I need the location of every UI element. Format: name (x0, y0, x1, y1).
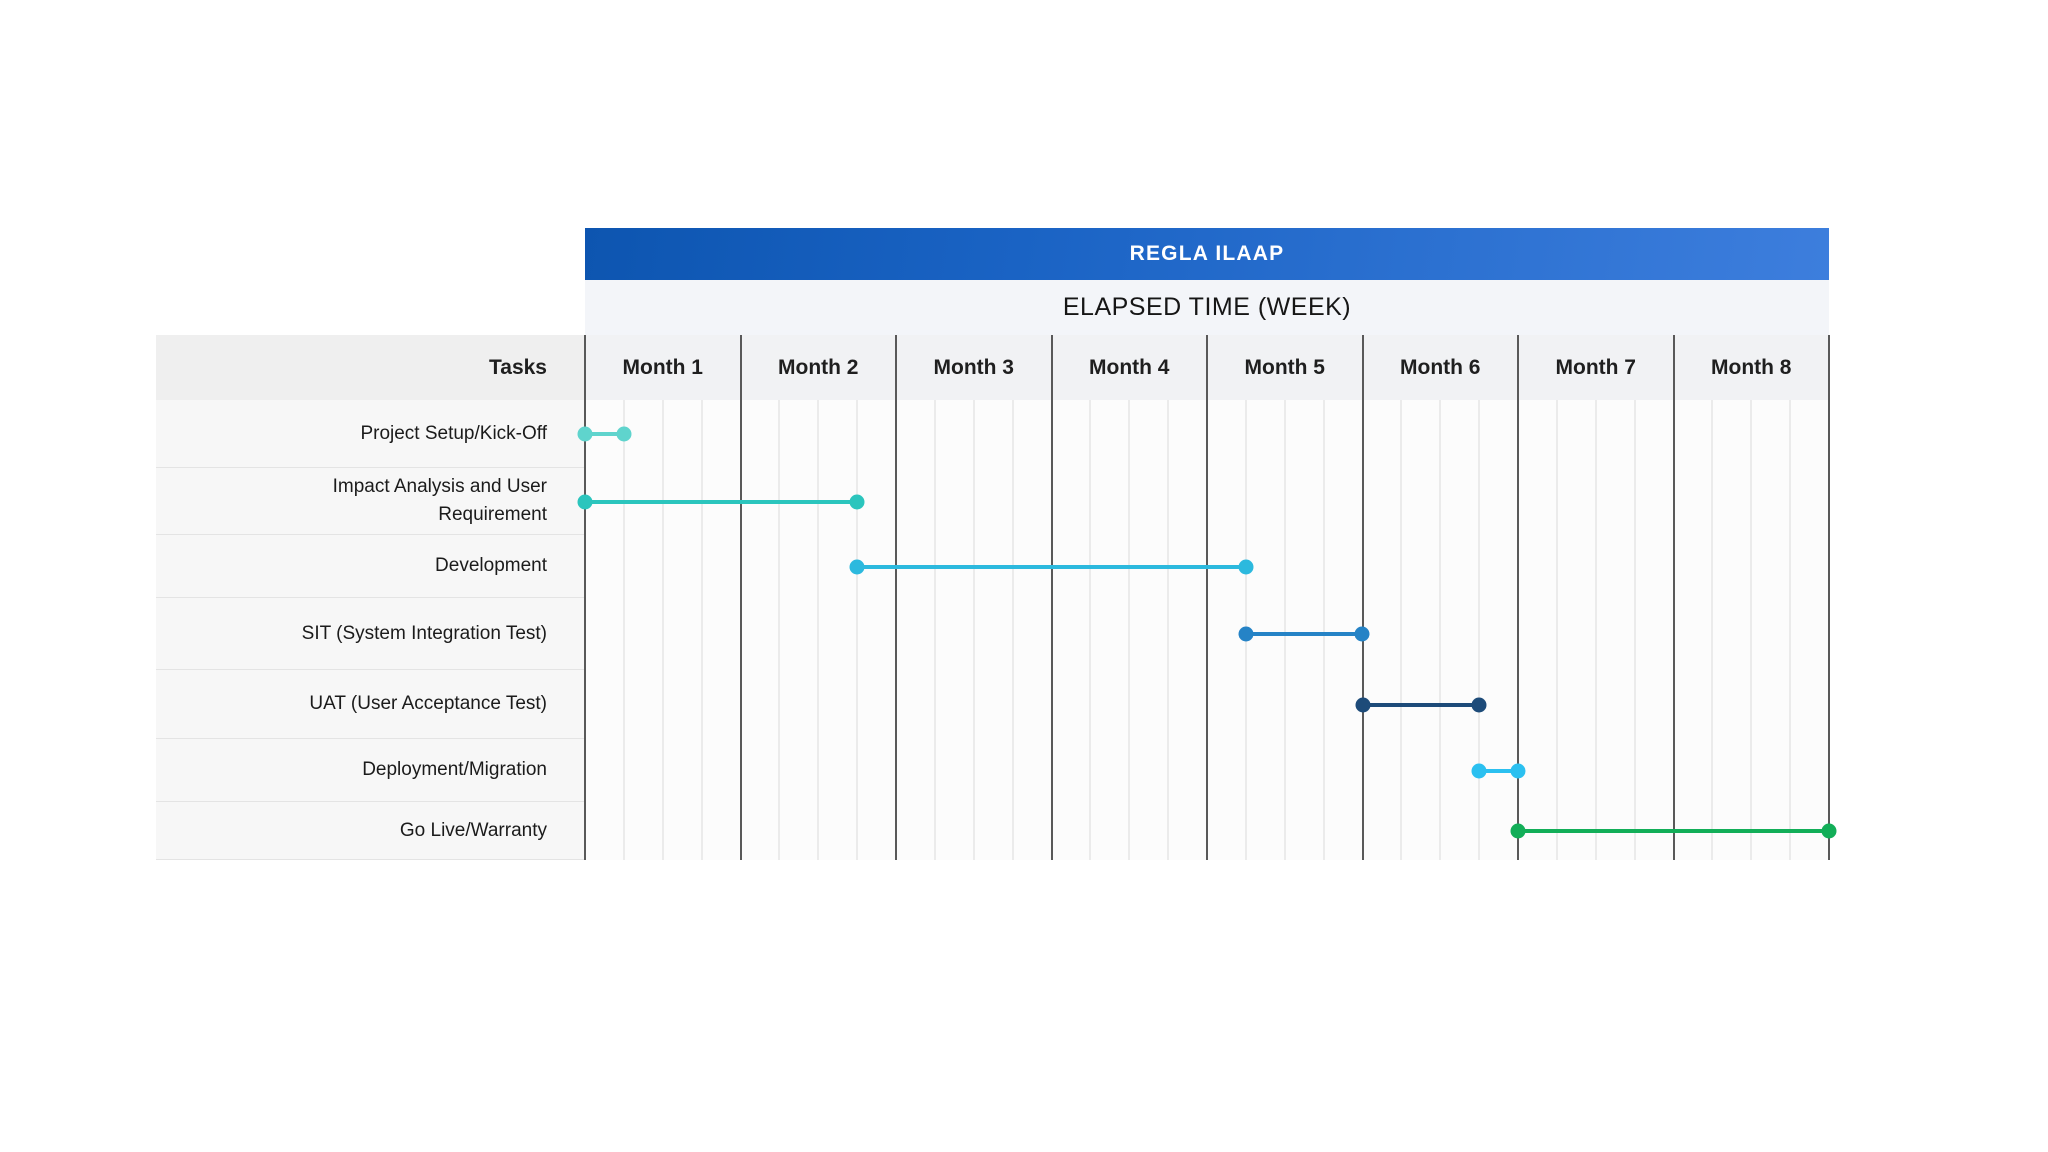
task-bar (849, 559, 1254, 574)
week-gridline (622, 400, 625, 860)
task-bar-start-dot (1510, 823, 1526, 839)
month-separator-line (1206, 335, 1208, 860)
week-gridline (778, 400, 781, 860)
chart-title-bar: REGLA ILAAP (585, 228, 1829, 280)
month-header-cell: Month 6 (1400, 355, 1481, 379)
week-gridline (1089, 400, 1092, 860)
month-header-cell: Month 7 (1555, 355, 1636, 379)
week-gridline (817, 400, 820, 860)
elapsed-time-band: ELAPSED TIME (WEEK) (585, 280, 1829, 335)
tasks-header-label: Tasks (489, 355, 547, 379)
task-bar-start-dot (1471, 763, 1487, 778)
week-gridline (661, 400, 664, 860)
month-header-cell: Month 8 (1711, 355, 1792, 379)
task-label: Project Setup/Kick-Off (360, 422, 547, 444)
task-bar-end-dot (1238, 559, 1254, 574)
task-bar (1238, 626, 1370, 642)
month-separator-line (895, 335, 897, 860)
task-label: SIT (System Integration Test) (301, 622, 547, 644)
week-gridline (1478, 400, 1481, 860)
week-gridline (700, 400, 703, 860)
task-row: UAT (User Acceptance Test) (156, 670, 585, 739)
task-bar-start-dot (577, 494, 593, 509)
week-gridline (933, 400, 936, 860)
task-label: Impact Analysis and User Requirement (332, 476, 547, 525)
task-label: Development (435, 555, 547, 577)
week-gridline (856, 400, 859, 860)
week-gridline (1594, 400, 1597, 860)
task-row: Project Setup/Kick-Off (156, 400, 585, 468)
week-gridline (1711, 400, 1714, 860)
task-bar-start-dot (1238, 626, 1254, 642)
task-label: Go Live/Warranty (399, 819, 547, 841)
week-gridline (1439, 400, 1442, 860)
task-bar (1510, 823, 1837, 839)
task-bar-end-dot (1354, 626, 1370, 642)
tasks-header-cell: Tasks (156, 335, 585, 400)
task-bar (577, 494, 865, 509)
task-bar-end-dot (1510, 763, 1526, 778)
month-header-cell: Month 3 (933, 355, 1014, 379)
month-separator-line (1672, 335, 1675, 860)
month-separator-line (1828, 335, 1830, 860)
task-bar-start-dot (849, 559, 865, 574)
week-gridline (972, 400, 975, 860)
task-row: Deployment/Migration (156, 739, 585, 802)
task-bar-end-dot (1471, 697, 1487, 712)
week-gridline (1633, 400, 1636, 860)
month-header-cell: Month 4 (1089, 355, 1170, 379)
week-gridline (1128, 400, 1131, 860)
month-separator-line (1517, 335, 1519, 860)
week-gridline (1283, 400, 1286, 860)
month-separator-line (584, 335, 586, 860)
task-bar-start-dot (1355, 697, 1370, 712)
week-gridline (1555, 400, 1558, 860)
task-bar-start-dot (577, 426, 593, 442)
week-gridline (1322, 400, 1325, 860)
month-header-cell: Month 5 (1244, 355, 1325, 379)
week-gridline (1750, 400, 1753, 860)
task-label: Deployment/Migration (362, 759, 547, 781)
month-header-cell: Month 1 (622, 355, 703, 379)
week-gridline (1167, 400, 1170, 860)
task-bar-end-dot (1821, 823, 1837, 839)
task-row: SIT (System Integration Test) (156, 598, 585, 670)
task-bar (1471, 763, 1526, 778)
month-header-cell: Month 2 (778, 355, 859, 379)
task-row: Go Live/Warranty (156, 802, 585, 860)
task-bar-end-dot (849, 494, 865, 509)
week-gridline (1400, 400, 1403, 860)
task-bar-end-dot (616, 426, 632, 442)
week-gridline (1789, 400, 1792, 860)
chart-title: REGLA ILAAP (1129, 242, 1285, 265)
elapsed-time-label: ELAPSED TIME (WEEK) (1062, 293, 1352, 321)
week-gridline (1011, 400, 1014, 860)
month-separator-line (1361, 335, 1364, 860)
task-row: Development (156, 535, 585, 598)
task-label: UAT (User Acceptance Test) (309, 693, 547, 715)
month-separator-line (739, 335, 742, 860)
task-row: Impact Analysis and User Requirement (156, 468, 585, 535)
task-bar (577, 426, 632, 442)
month-separator-line (1050, 335, 1053, 860)
task-bar (1355, 697, 1487, 712)
